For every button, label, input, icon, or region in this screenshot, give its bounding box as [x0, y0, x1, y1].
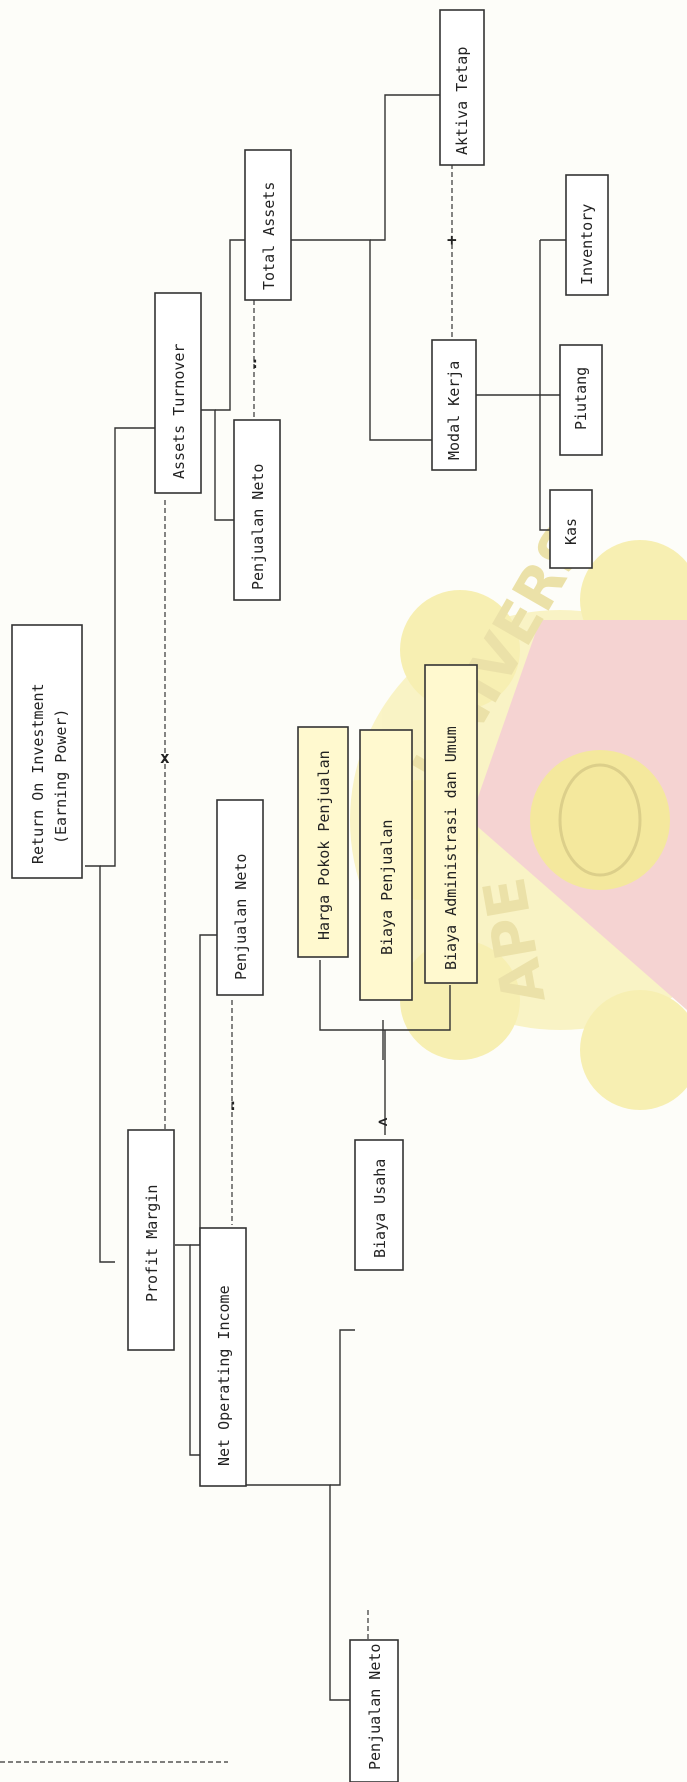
- connectors: [85, 94, 570, 1701]
- inventory-label: Inventory: [578, 204, 596, 285]
- divide-operator-pm: :: [228, 1095, 238, 1114]
- penjualan-neto-pm-label: Penjualan Neto: [232, 854, 250, 980]
- penjualan-neto-at-label: Penjualan Neto: [249, 464, 267, 590]
- modal-kerja-label: Modal Kerja: [445, 361, 463, 460]
- total-assets-label: Total Assets: [260, 182, 278, 290]
- node-piutang: Piutang: [559, 344, 603, 456]
- node-aktiva-tetap: Aktiva Tetap: [439, 9, 485, 166]
- biaya-usaha-label: Biaya Usaha: [371, 1159, 389, 1258]
- node-roi: Return On Investment (Earning Power): [11, 624, 83, 879]
- harga-pokok-label: Harga Pokok Penjualan: [315, 750, 333, 940]
- node-penjualan-neto-at: Penjualan Neto: [233, 419, 281, 601]
- multiply-operator: x: [160, 748, 170, 767]
- profit-margin-label: Profit Margin: [143, 1185, 161, 1302]
- aktiva-tetap-label: Aktiva Tetap: [453, 47, 471, 155]
- piutang-label: Piutang: [572, 367, 590, 430]
- node-net-operating-income: Net Operating Income: [199, 1227, 247, 1487]
- biaya-penjualan-label: Biaya Penjualan: [378, 820, 396, 955]
- node-harga-pokok: Harga Pokok Penjualan: [297, 726, 349, 958]
- node-biaya-usaha: Biaya Usaha: [354, 1139, 404, 1271]
- less-than-operator: <: [378, 1112, 388, 1131]
- node-modal-kerja: Modal Kerja: [431, 339, 477, 471]
- biaya-admin-label: Biaya Administrasi dan Umum: [442, 726, 460, 970]
- node-kas: Kas: [549, 489, 593, 569]
- node-inventory: Inventory: [565, 174, 609, 296]
- roi-label-line2: (Earning Power): [52, 709, 70, 844]
- plus-operator: +: [447, 230, 457, 249]
- node-profit-margin: Profit Margin: [127, 1129, 175, 1351]
- node-biaya-admin: Biaya Administrasi dan Umum: [424, 664, 478, 984]
- node-penjualan-neto-noi: Penjualan Neto: [349, 1639, 399, 1782]
- net-operating-income-label: Net Operating Income: [215, 1285, 233, 1466]
- node-assets-turnover: Assets Turnover: [154, 292, 202, 494]
- node-total-assets: Total Assets: [244, 149, 292, 301]
- node-biaya-penjualan: Biaya Penjualan: [359, 729, 413, 1001]
- assets-turnover-label: Assets Turnover: [170, 344, 188, 479]
- operator-lines: [164, 140, 453, 1695]
- divide-operator-at: :: [250, 353, 260, 372]
- penjualan-neto-noi-label: Penjualan Neto: [366, 1644, 384, 1770]
- node-penjualan-neto-pm: Penjualan Neto: [216, 799, 264, 996]
- roi-label-line1: Return On Investment: [29, 683, 47, 864]
- kas-label: Kas: [562, 518, 580, 545]
